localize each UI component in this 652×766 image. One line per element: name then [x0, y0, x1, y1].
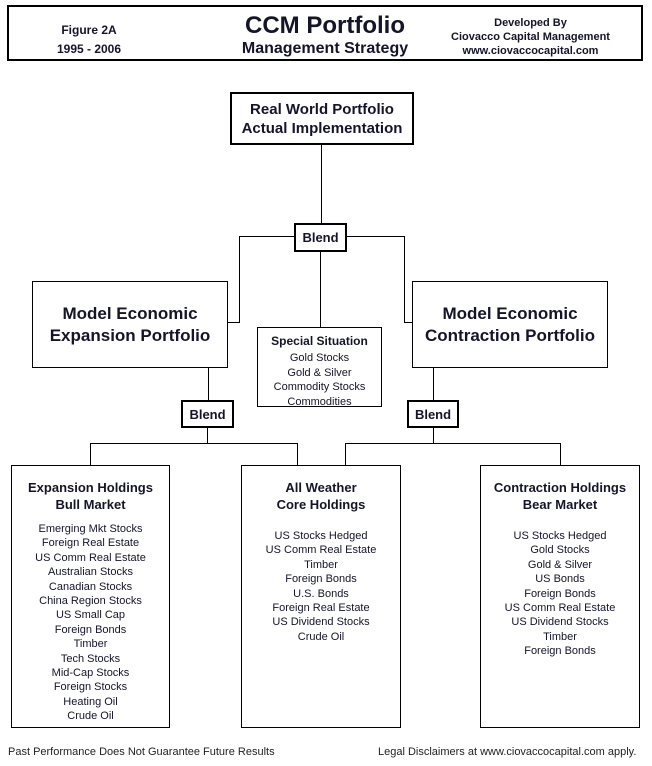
node-text-line: Contraction Portfolio	[425, 325, 595, 345]
list-item: Gold & Silver	[527, 558, 593, 571]
special-situation-title: Special Situation	[271, 334, 368, 348]
connector-into-contraction-model	[404, 322, 412, 323]
list-item: Australian Stocks	[48, 566, 133, 579]
connector-to-expansion-holdings	[90, 443, 91, 465]
figure-period: 1995 - 2006	[56, 42, 122, 56]
blend-label: Blend	[302, 230, 339, 245]
node-contraction-model: Model Economic Contraction Portfolio	[412, 281, 608, 368]
holdings-title-line: Bull Market	[55, 497, 126, 512]
list-item: US Dividend Stocks	[511, 616, 609, 629]
list-item: Crude Oil	[297, 630, 345, 643]
connector-blend2-to-allweather	[297, 443, 298, 465]
list-item: US Small Cap	[55, 609, 126, 622]
list-item: Gold & Silver	[287, 366, 352, 379]
connector-blend-left-h	[239, 236, 294, 237]
figure-label: Figure 2A	[61, 23, 117, 37]
node-expansion-model: Model Economic Expansion Portfolio	[32, 281, 228, 368]
connector-expansion-to-blend2	[208, 368, 209, 400]
list-item: Foreign Bonds	[285, 573, 357, 586]
list-item: Mid-Cap Stocks	[51, 667, 130, 680]
list-item: Gold Stocks	[530, 544, 590, 557]
header-title-block: CCM Portfolio Management Strategy	[9, 12, 641, 58]
list-item: US Comm Real Estate	[265, 544, 377, 557]
holdings-title-line: Contraction Holdings	[493, 480, 627, 495]
blend-label: Blend	[414, 406, 452, 422]
list-item: U.S. Bonds	[293, 587, 349, 600]
connector-blend-left-v	[239, 236, 240, 323]
list-item: US Bonds	[535, 573, 585, 586]
list-item: US Comm Real Estate	[504, 602, 616, 615]
list-item: Crude Oil	[67, 710, 114, 723]
connector-realworld-to-blend	[321, 145, 322, 223]
list-item: Timber	[543, 630, 577, 643]
list-item: US Comm Real Estate	[35, 551, 146, 564]
connector-blend3-stem	[433, 428, 434, 444]
list-item: Foreign Real Estate	[41, 537, 140, 550]
company-name: Ciovacco Capital Management	[451, 31, 610, 43]
list-item: Foreign Stocks	[53, 681, 128, 694]
holdings-title-line: Expansion Holdings	[28, 480, 153, 495]
company-website: www.ciovaccocapital.com	[462, 45, 599, 57]
connector-blend2-stem	[207, 428, 208, 444]
list-item: Canadian Stocks	[48, 580, 133, 593]
holdings-title-line: Core Holdings	[276, 497, 366, 512]
node-contraction-holdings: Contraction Holdings Bear Market US Stoc…	[480, 465, 640, 728]
node-text-line: Real World Portfolio	[250, 100, 394, 118]
connector-to-contraction-holdings	[560, 443, 561, 465]
list-item: US Stocks Hedged	[274, 530, 368, 542]
node-text-line: Actual Implementation	[241, 119, 403, 137]
list-item: Heating Oil	[63, 695, 118, 708]
list-item: Foreign Bonds	[54, 623, 127, 636]
list-item: US Dividend Stocks	[272, 616, 370, 629]
node-text-line: Model Economic	[442, 303, 578, 323]
blend-label: Blend	[189, 406, 226, 422]
list-item: Tech Stocks	[60, 652, 121, 665]
node-blend-top: Blend	[294, 223, 347, 252]
list-item: Gold Stocks	[289, 352, 350, 364]
list-item: US Stocks Hedged	[513, 530, 607, 542]
list-item: Emerging Mkt Stocks	[38, 523, 143, 535]
holdings-title-line: Bear Market	[522, 497, 598, 512]
node-all-weather-holdings: All Weather Core Holdings US Stocks Hedg…	[241, 465, 401, 728]
node-text-line: Expansion Portfolio	[49, 325, 211, 345]
holdings-title: All Weather Core Holdings	[242, 479, 400, 513]
list-item: Timber	[73, 638, 108, 651]
node-blend-contraction: Blend	[407, 400, 459, 428]
holdings-title: Contraction Holdings Bear Market	[481, 479, 639, 513]
connector-blend-to-special	[320, 252, 321, 327]
footer-disclaimer-right: Legal Disclaimers at www.ciovaccocapital…	[378, 746, 637, 758]
connector-blend3-span	[345, 443, 561, 444]
list-item: China Region Stocks	[39, 595, 142, 608]
holdings-title: Expansion Holdings Bull Market	[12, 479, 169, 513]
footer-disclaimer-left: Past Performance Does Not Guarantee Futu…	[8, 746, 275, 758]
list-item: Commodities	[287, 395, 352, 408]
list-item: Foreign Bonds	[524, 645, 596, 658]
figure-label-block: Figure 2A 1995 - 2006	[27, 21, 151, 59]
page-subtitle: Management Strategy	[241, 40, 409, 57]
node-real-world-portfolio: Real World Portfolio Actual Implementati…	[230, 92, 414, 145]
holdings-title-line: All Weather	[285, 480, 357, 495]
list-item: Foreign Bonds	[524, 587, 596, 600]
connector-contraction-to-blend3	[433, 368, 434, 400]
list-item: Commodity Stocks	[273, 381, 366, 393]
developed-by-label: Developed By	[494, 17, 567, 29]
connector-blend2-span	[90, 443, 298, 444]
connector-blend3-to-allweather	[345, 443, 346, 465]
node-expansion-holdings: Expansion Holdings Bull Market Emerging …	[11, 465, 170, 728]
node-blend-expansion: Blend	[181, 400, 234, 428]
list-item: Timber	[304, 558, 338, 571]
list-item: Foreign Real Estate	[272, 602, 370, 615]
connector-blend-right-h	[347, 236, 404, 237]
developer-block: Developed By Ciovacco Capital Management…	[428, 16, 633, 58]
connector-blend-right-v	[404, 236, 405, 323]
connector-into-expansion-model	[228, 322, 239, 323]
page-title: CCM Portfolio	[245, 12, 405, 39]
header-banner: Figure 2A 1995 - 2006 CCM Portfolio Mana…	[7, 5, 643, 61]
node-text-line: Model Economic	[62, 303, 198, 323]
